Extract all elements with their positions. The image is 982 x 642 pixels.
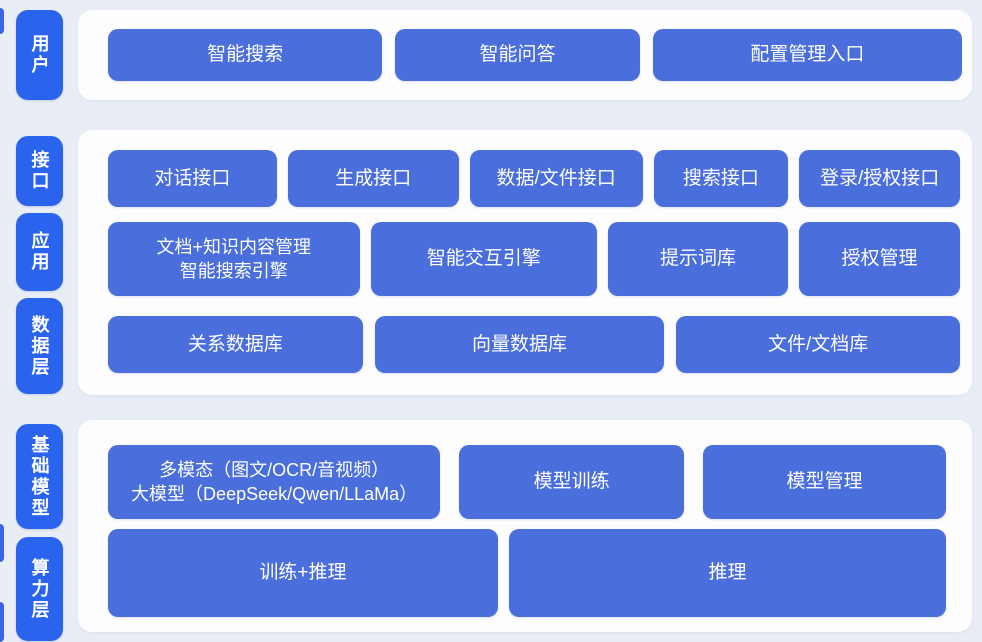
user-row: 智能搜索 智能问答 配置管理入口 bbox=[108, 29, 962, 81]
cropped-edge-artifact bbox=[0, 602, 4, 642]
middle-section-panel: 对话接口 生成接口 数据/文件接口 搜索接口 登录/授权接口 文档+知识内容管理… bbox=[78, 130, 972, 395]
node-model-management: 模型管理 bbox=[703, 445, 946, 519]
data-row: 关系数据库 向量数据库 文件/文档库 bbox=[108, 316, 960, 373]
layer-label-data-layer: 数据层 bbox=[16, 298, 63, 394]
node-auth-management: 授权管理 bbox=[799, 222, 960, 296]
node-relational-database: 关系数据库 bbox=[108, 316, 363, 373]
node-doc-knowledge-search-engine: 文档+知识内容管理 智能搜索引擎 bbox=[108, 222, 360, 296]
node-smart-search: 智能搜索 bbox=[108, 29, 383, 81]
node-multimodal-llm: 多模态（图文/OCR/音视频） 大模型（DeepSeek/Qwen/LLaMa） bbox=[108, 445, 441, 519]
node-inference: 推理 bbox=[508, 529, 946, 617]
layer-label-base-model: 基础模型 bbox=[16, 424, 63, 529]
user-section-panel: 智能搜索 智能问答 配置管理入口 bbox=[78, 10, 972, 100]
node-generation-api: 生成接口 bbox=[287, 150, 459, 207]
node-model-training: 模型训练 bbox=[459, 445, 685, 519]
node-file-document-library: 文件/文档库 bbox=[676, 316, 960, 373]
cropped-edge-artifact bbox=[0, 524, 4, 562]
node-login-auth-api: 登录/授权接口 bbox=[799, 150, 960, 207]
interface-row: 对话接口 生成接口 数据/文件接口 搜索接口 登录/授权接口 bbox=[108, 150, 960, 207]
node-config-management-entry: 配置管理入口 bbox=[652, 29, 962, 81]
node-data-file-api: 数据/文件接口 bbox=[469, 150, 643, 207]
node-smart-qa: 智能问答 bbox=[395, 29, 640, 81]
node-training-plus-inference: 训练+推理 bbox=[108, 529, 498, 617]
layer-label-interface: 接口 bbox=[16, 136, 63, 206]
node-prompt-library: 提示词库 bbox=[607, 222, 788, 296]
node-vector-database: 向量数据库 bbox=[374, 316, 665, 373]
layer-label-compute-layer: 算力层 bbox=[16, 537, 63, 641]
cropped-edge-artifact bbox=[0, 8, 4, 34]
compute-row: 训练+推理 推理 bbox=[108, 529, 946, 617]
layer-label-application: 应用 bbox=[16, 213, 63, 291]
node-smart-interaction-engine: 智能交互引擎 bbox=[370, 222, 597, 296]
node-search-api: 搜索接口 bbox=[653, 150, 789, 207]
layer-label-user: 用户 bbox=[16, 10, 63, 100]
bottom-section-panel: 多模态（图文/OCR/音视频） 大模型（DeepSeek/Qwen/LLaMa）… bbox=[78, 420, 972, 632]
base-model-row: 多模态（图文/OCR/音视频） 大模型（DeepSeek/Qwen/LLaMa）… bbox=[108, 445, 946, 519]
application-row: 文档+知识内容管理 智能搜索引擎 智能交互引擎 提示词库 授权管理 bbox=[108, 222, 960, 296]
node-dialog-api: 对话接口 bbox=[108, 150, 277, 207]
